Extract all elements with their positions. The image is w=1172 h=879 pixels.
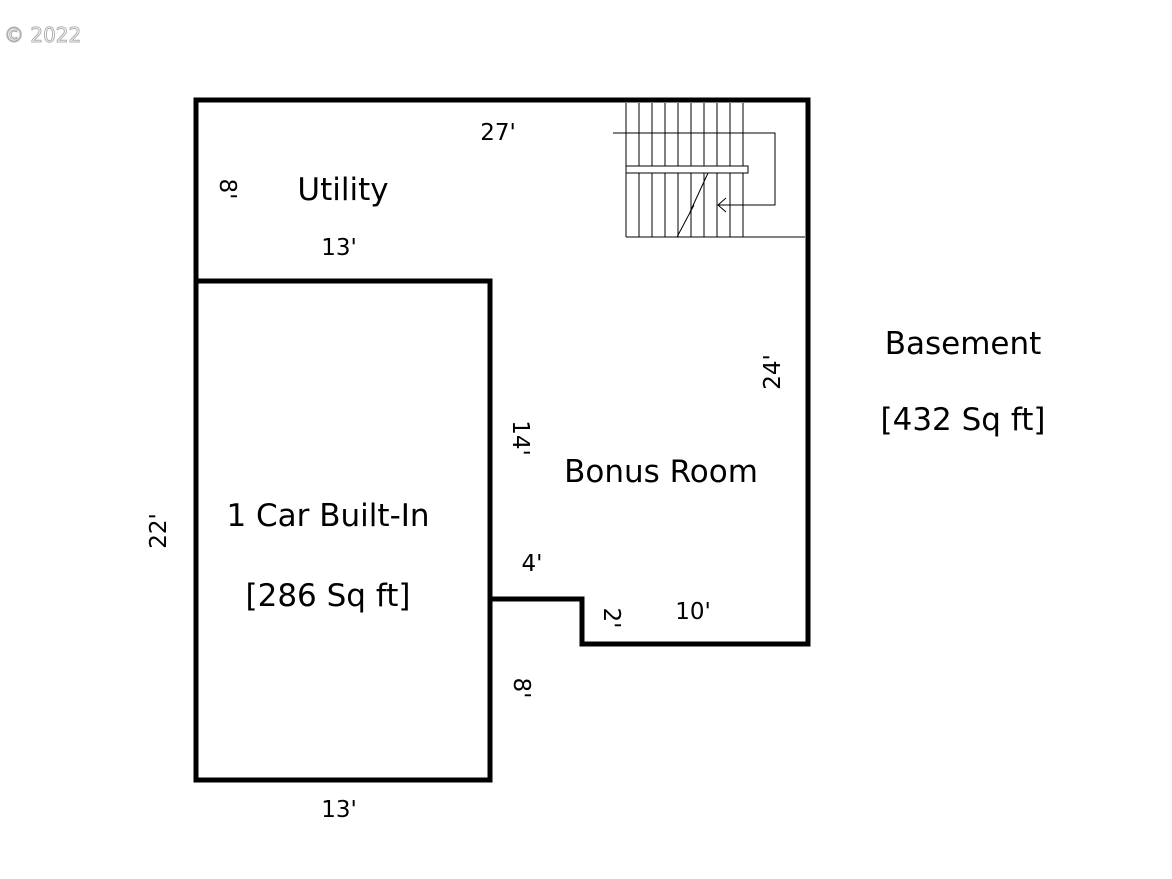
dim-garage-height: 22' — [146, 513, 172, 549]
dim-step-width: 4' — [522, 551, 543, 577]
room-label-bonus-room: Bonus Room — [564, 454, 758, 490]
copyright-watermark: © 2022 — [4, 23, 81, 47]
room-label-garage: 1 Car Built-In — [226, 498, 429, 534]
dim-garage-lower: 8' — [508, 678, 534, 699]
room-area-basement: [432 Sq ft] — [881, 402, 1046, 438]
staircase-icon — [613, 103, 805, 238]
dim-bonus-left: 14' — [507, 420, 533, 456]
dim-garage-width: 13' — [321, 797, 357, 823]
outer-wall — [193, 97, 811, 783]
dim-step-height: 2' — [598, 608, 624, 629]
dim-utility-width: 13' — [321, 235, 357, 261]
room-area-garage: [286 Sq ft] — [246, 578, 411, 614]
garage-wall — [196, 278, 493, 599]
dim-utility-height: 8' — [214, 179, 240, 200]
dim-bonus-bottom: 10' — [675, 599, 711, 625]
room-label-utility: Utility — [297, 172, 388, 208]
dim-right-height: 24' — [760, 354, 786, 390]
dim-top-width: 27' — [480, 120, 516, 146]
room-label-basement: Basement — [885, 326, 1042, 362]
